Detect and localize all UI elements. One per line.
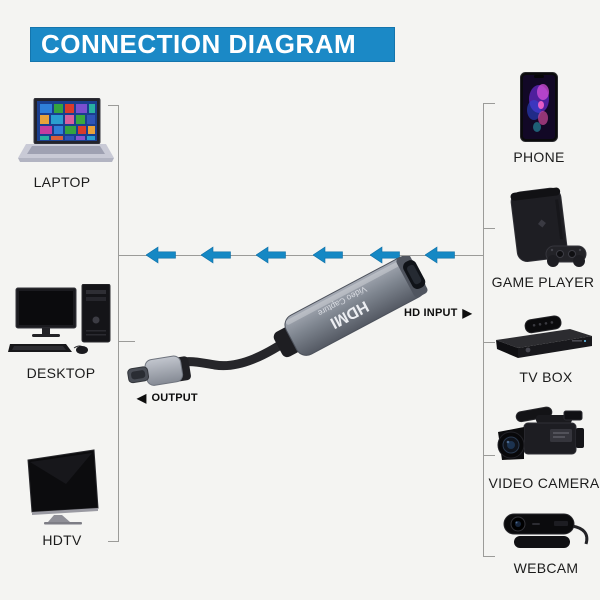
left-bracket-tick-hdtv [108, 541, 119, 542]
left-bracket-line [118, 105, 119, 541]
capture-card-image: HDMI Video Capture [118, 256, 478, 406]
webcam-label: WEBCAM [513, 560, 579, 576]
page-title: CONNECTION DIAGRAM [41, 29, 357, 59]
left-bracket-tick-desktop [119, 341, 135, 342]
video-camera-label: VIDEO CAMERA [488, 475, 600, 491]
phone-image [520, 72, 558, 142]
left-bracket-tick-laptop [108, 105, 119, 106]
flow-arrow-icon [425, 246, 455, 264]
game-player-image [498, 182, 592, 274]
phone-label: PHONE [513, 149, 565, 165]
output-label: ◀ OUTPUT [137, 390, 198, 405]
right-bracket-tick-tv-box [483, 342, 495, 343]
output-direction-icon: ◀ [137, 390, 147, 405]
flow-arrow-icon [146, 246, 176, 264]
flow-arrow-icon [256, 246, 286, 264]
output-text: OUTPUT [151, 392, 198, 404]
usb-c-connector [127, 355, 191, 386]
flow-arrow-icon [370, 246, 400, 264]
laptop-image [18, 98, 114, 168]
flow-arrow-icon [313, 246, 343, 264]
video-camera-image [496, 402, 588, 474]
hdtv-image [24, 448, 104, 530]
title-bar: CONNECTION DIAGRAM [30, 27, 395, 62]
flow-line [119, 255, 483, 256]
input-direction-icon: ▶ [462, 305, 472, 320]
right-bracket-tick-game-player [483, 228, 495, 229]
flow-arrow-icon [201, 246, 231, 264]
hd-input-text: HD INPUT [404, 307, 458, 319]
hd-input-label: HD INPUT ▶ [404, 305, 472, 320]
right-bracket-tick-video-camera [483, 455, 495, 456]
adapter-body: HDMI Video Capture [273, 256, 428, 358]
right-bracket-tick-phone [483, 103, 495, 104]
tv-box-label: TV BOX [519, 369, 573, 385]
right-bracket-line [483, 103, 484, 556]
right-bracket-tick-webcam [483, 556, 495, 557]
desktop-label: DESKTOP [26, 365, 96, 381]
webcam-image [502, 512, 590, 558]
game-player-label: GAME PLAYER [491, 274, 595, 290]
laptop-label: LAPTOP [33, 174, 91, 190]
hdtv-label: HDTV [42, 532, 82, 548]
desktop-image [8, 284, 118, 356]
tv-box-image [492, 314, 594, 368]
